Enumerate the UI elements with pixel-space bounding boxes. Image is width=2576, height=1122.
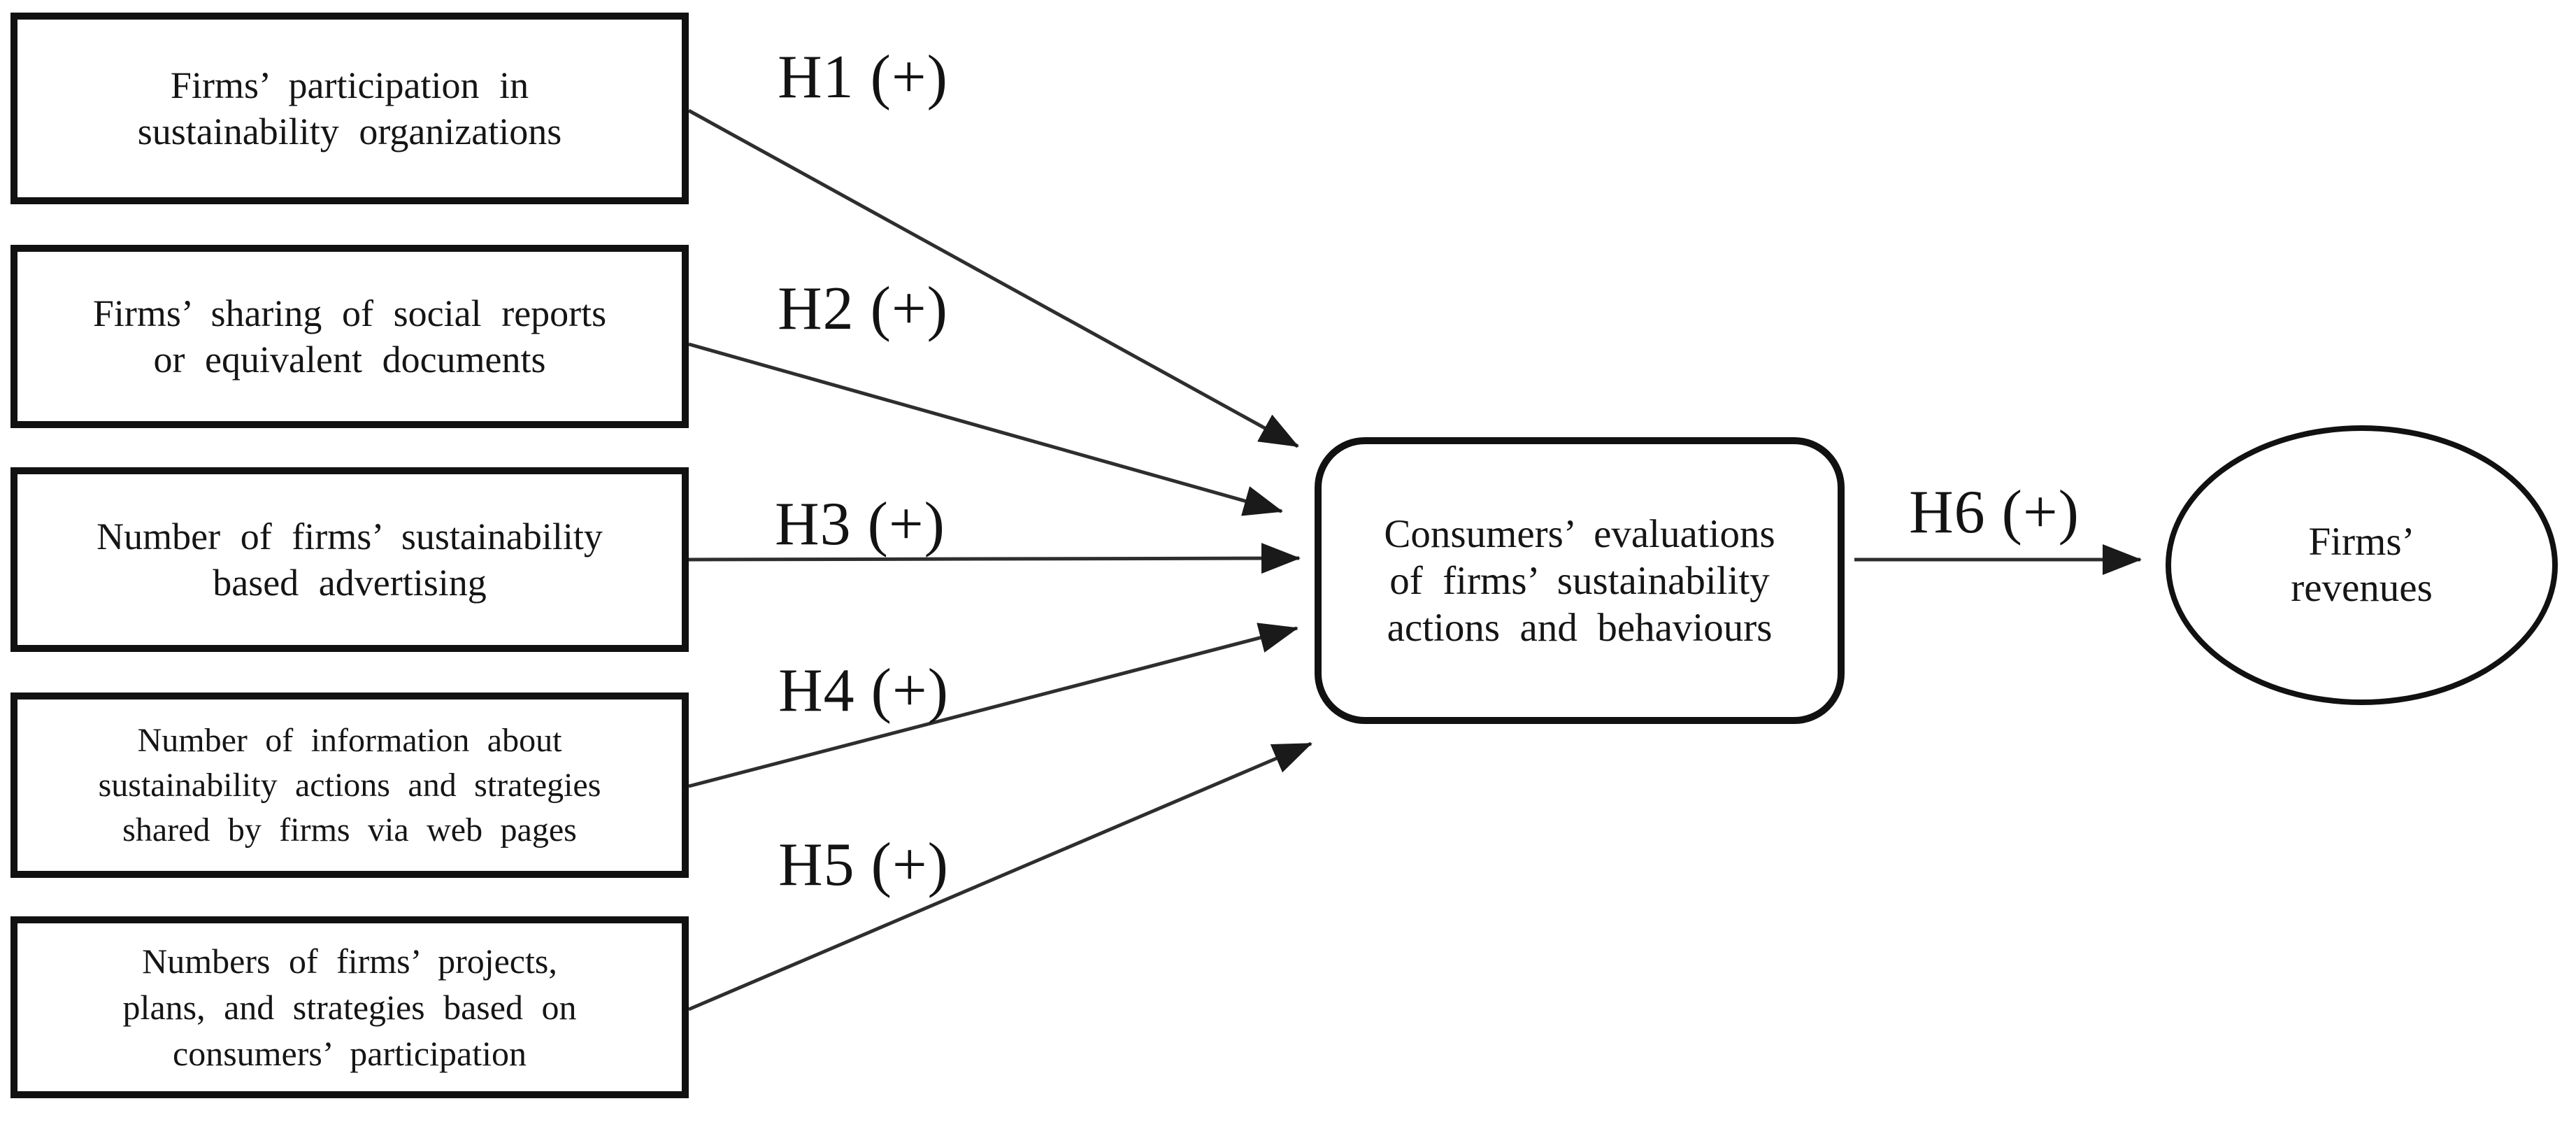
box-text-line: or equivalent documents: [153, 339, 546, 381]
box-text-line: consumers’ participation: [173, 1034, 527, 1073]
box-text-line: Numbers of firms’ projects,: [142, 942, 557, 981]
arrow-h5: [688, 741, 1312, 1011]
box-text-line: Number of firms’ sustainability: [96, 516, 603, 558]
box-firms-participation: Firms’ participation in sustainability o…: [10, 13, 689, 204]
box-consumers-evaluations: Consumers’ evaluations of firms’ sustain…: [1315, 437, 1845, 724]
hypothesis-label-h6: H6 (+): [1909, 478, 2080, 546]
arrow-h4: [688, 623, 1298, 788]
box-text-line: Number of information about: [137, 721, 562, 759]
box-text-line: revenues: [2291, 566, 2433, 610]
box-text-line: of firms’ sustainability: [1389, 558, 1770, 603]
hypothesis-label-h3: H3 (+): [775, 490, 945, 558]
hypothesis-label-h5: H5 (+): [778, 831, 949, 899]
box-text-line: Firms’: [2308, 520, 2415, 564]
box-text-line: sustainability actions and strategies: [98, 766, 601, 804]
arrow-h3: [688, 543, 1301, 574]
ellipse-firms-revenues: Firms’ revenues: [2166, 425, 2558, 705]
box-web-page-information: Number of information about sustainabili…: [10, 693, 689, 878]
box-sustainability-advertising: Number of firms’ sustainability based ad…: [10, 467, 689, 652]
box-text-line: plans, and strategies based on: [122, 988, 577, 1027]
hypothesis-label-h4: H4 (+): [778, 657, 949, 725]
hypothesis-label-h2: H2 (+): [778, 275, 948, 343]
box-text-line: shared by firms via web pages: [122, 811, 577, 848]
box-text-line: actions and behaviours: [1387, 605, 1773, 650]
box-text-line: based advertising: [213, 562, 487, 604]
arrow-h1: [687, 108, 1299, 448]
box-text-line: Consumers’ evaluations: [1384, 511, 1775, 556]
hypothesis-label-h1: H1 (+): [778, 43, 948, 111]
box-consumer-participation-projects: Numbers of firms’ projects, plans, and s…: [10, 916, 689, 1098]
arrow-h2: [688, 342, 1283, 516]
box-text-line: Firms’ sharing of social reports: [92, 292, 607, 334]
box-text-line: Firms’ participation in: [170, 64, 529, 106]
box-social-reports: Firms’ sharing of social reports or equi…: [10, 245, 689, 428]
box-text-line: sustainability organizations: [137, 111, 562, 152]
